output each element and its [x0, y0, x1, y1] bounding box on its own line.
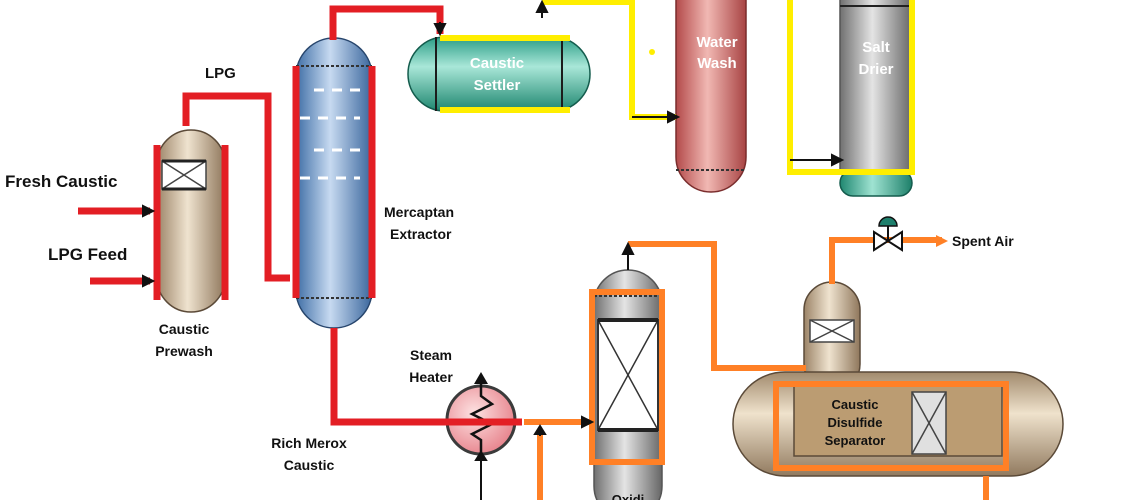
mercaptan-extractor-label-line2: Extractor: [390, 226, 452, 242]
water-wash-label-line2: Wash: [697, 55, 736, 72]
flow-arrows: [142, 0, 845, 500]
steam-heater-label-line1: Steam: [410, 347, 452, 363]
indicator-dot: [649, 49, 655, 55]
fresh-caustic-label: Fresh Caustic: [5, 172, 117, 191]
oxidizer-lines: [524, 237, 1009, 500]
disulfide-separator-vessel: [732, 281, 1064, 477]
caustic-lines: [78, 5, 522, 426]
steam-heater-label-line2: Heater: [409, 369, 453, 385]
separator-label-line3: Separator: [825, 433, 886, 448]
caustic-prewash-label-line2: Prewash: [155, 343, 213, 359]
water-wash-vessel: [675, 0, 747, 193]
rich-merox-label-line2: Caustic: [284, 457, 335, 473]
salt-drier-label-line2: Drier: [858, 61, 893, 78]
spent-air-label: Spent Air: [952, 233, 1014, 249]
caustic-settler-label-line1: Caustic: [470, 55, 524, 72]
salt-drier-label-line1: Salt: [862, 39, 890, 56]
salt-drier-vessel: [839, 0, 913, 197]
oxidizer-label-partial: Oxidi: [612, 492, 645, 500]
mercaptan-extractor-label-line1: Mercaptan: [384, 204, 454, 220]
caustic-settler-label-line2: Settler: [474, 77, 521, 94]
lpg-feed-label: LPG Feed: [48, 245, 127, 264]
lpg-label: LPG: [205, 65, 236, 82]
rich-merox-label-line1: Rich Merox: [271, 435, 347, 451]
caustic-prewash-vessel: [156, 129, 226, 313]
oxidizer-vessel: [593, 269, 663, 500]
mercaptan-extractor-vessel: [295, 37, 373, 329]
water-wash-label-line1: Water: [696, 34, 737, 51]
separator-label-line2: Disulfide: [828, 415, 883, 430]
caustic-prewash-label-line1: Caustic: [159, 321, 210, 337]
separator-label-line1: Caustic: [832, 397, 879, 412]
control-valve: [873, 216, 948, 252]
caustic-settler-vessel: [407, 36, 591, 112]
steam-heater-exchanger: [445, 372, 517, 458]
